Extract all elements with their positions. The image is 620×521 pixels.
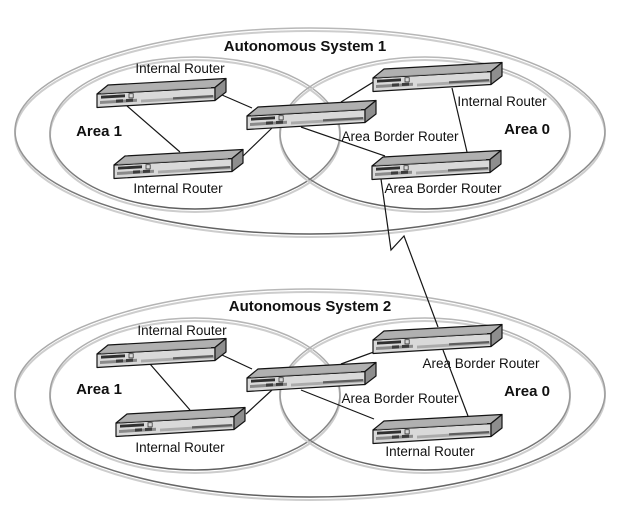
router-icon-as1-internal-1 bbox=[96, 77, 227, 109]
router-icon-as2-area-border-1 bbox=[246, 361, 377, 393]
as1-area1-label: Area 1 bbox=[76, 123, 122, 140]
as1-area1-ellipse bbox=[49, 56, 341, 210]
router-icon-as1-internal-2 bbox=[113, 148, 244, 180]
link-as2-ir1-ir2 bbox=[149, 363, 191, 411]
link-as2-abr2-ir3 bbox=[442, 349, 469, 417]
as1-area0-ellipse bbox=[279, 56, 571, 210]
as1-area-border-router-2-label: Area Border Router bbox=[384, 181, 502, 196]
as2-area1-ellipse bbox=[49, 317, 341, 471]
router-icon-as2-internal-3 bbox=[372, 413, 503, 445]
as1-area0-label: Area 0 bbox=[504, 121, 550, 138]
link-as2-abr-ir3 bbox=[300, 389, 375, 420]
as1-internal-router-1-label: Internal Router bbox=[135, 61, 225, 76]
as2-internal-router-1-label: Internal Router bbox=[137, 323, 227, 338]
inter-as-serial-link bbox=[380, 178, 439, 328]
link-as1-ir1-abr bbox=[221, 94, 253, 109]
router-icon-as1-internal-3 bbox=[372, 61, 503, 93]
as2-area0-label: Area 0 bbox=[504, 383, 550, 400]
as2-title: Autonomous System 2 bbox=[229, 298, 392, 315]
link-as2-ir1-abr bbox=[221, 354, 253, 370]
as2-area0-ellipse bbox=[279, 317, 571, 471]
as1-boundary-ellipse bbox=[14, 27, 606, 235]
router-icon-as2-internal-2 bbox=[115, 406, 246, 438]
as2-boundary-ellipse bbox=[14, 288, 606, 498]
link-as1-ir2-abr bbox=[241, 127, 273, 158]
link-as1-ir3-abr2 bbox=[451, 87, 468, 153]
as2-area-border-router-2-label: Area Border Router bbox=[422, 356, 540, 371]
as2-internal-router-2-label: Internal Router bbox=[135, 440, 225, 455]
router-icon-as2-area-border-2 bbox=[372, 323, 503, 355]
router-icon-as1-area-border-2 bbox=[371, 149, 502, 181]
as2-area1-label: Area 1 bbox=[76, 381, 122, 398]
router-icon-as2-internal-1 bbox=[96, 337, 227, 369]
link-as1-ir1-ir2 bbox=[126, 105, 181, 153]
link-as2-ir2-abr bbox=[245, 389, 273, 415]
as1-internal-router-2-label: Internal Router bbox=[133, 181, 223, 196]
link-as1-abr-abr2 bbox=[300, 126, 386, 157]
as1-title: Autonomous System 1 bbox=[224, 38, 387, 55]
as2-area-border-router-1-label: Area Border Router bbox=[341, 391, 459, 406]
as2-internal-router-3-label: Internal Router bbox=[385, 444, 475, 459]
as1-internal-router-3-label: Internal Router bbox=[457, 94, 547, 109]
router-icon-as1-area-border-1 bbox=[246, 99, 377, 131]
as1-area-border-router-1-label: Area Border Router bbox=[341, 129, 459, 144]
